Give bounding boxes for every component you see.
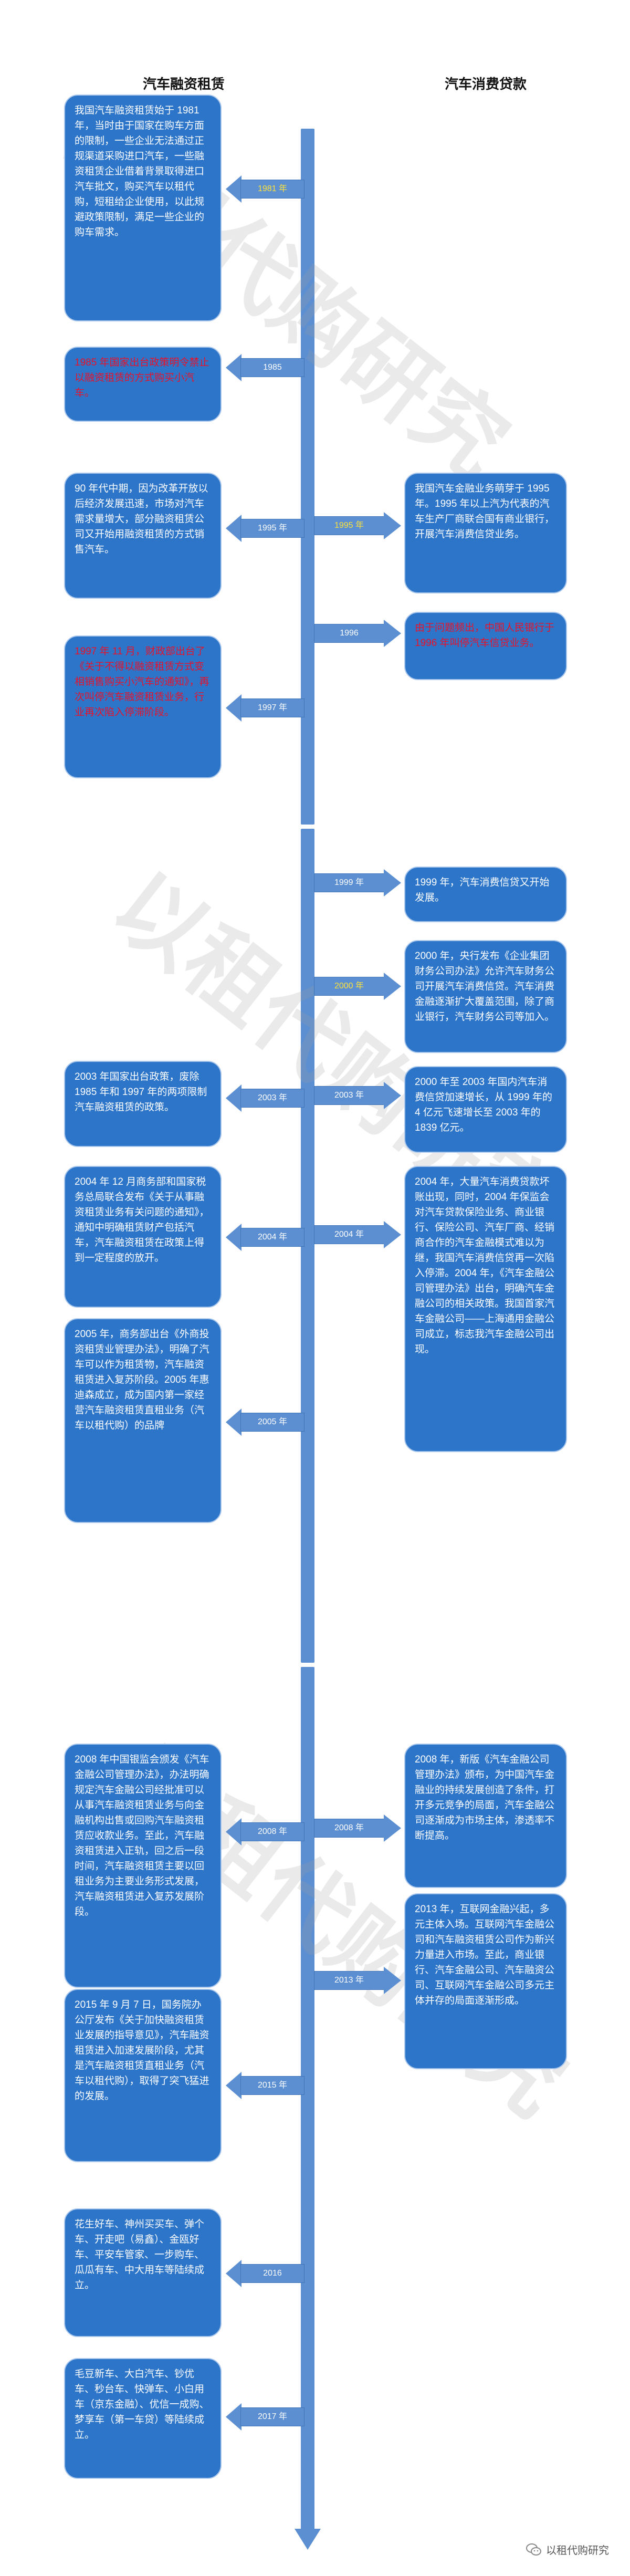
timeline-arrowhead	[295, 2529, 321, 2550]
event-leasing-2003: 2003 年国家出台政策，废除 1985 年和 1997 年的两项限制汽车融资租…	[64, 1061, 222, 1147]
event-leasing-1995: 90 年代中期，因为改革开放以后经济发展迅速，市场对汽车需求量增大，部分融资租赁…	[64, 473, 222, 599]
event-leasing-2016: 花生好车、神州买买车、弹个车、开走吧（易鑫）、金瓯好车、平安车管家、一步购车、瓜…	[64, 2208, 222, 2337]
footer-brand-name: 以租代购研究	[546, 2545, 609, 2557]
year-tag-1999-right: 1999 年	[314, 869, 401, 896]
event-loan-1995: 我国汽车金融业务萌芽于 1995 年。1995 年以上汽为代表的汽车生产厂商联合…	[404, 473, 567, 593]
year-tag-1996-right: 1996	[314, 620, 401, 647]
year-tag-2013-right: 2013 年	[314, 1967, 401, 1994]
event-loan-1996: 由于问题频出，中国人民银行于 1996 年叫停汽车信贷业务。	[404, 612, 567, 680]
event-loan-2000: 2000 年，央行发布《企业集团财务公司办法》允许汽车财务公司开展汽车消费信贷。…	[404, 940, 567, 1053]
event-loan-1999: 1999 年，汽车消费信贷又开始发展。	[404, 867, 567, 922]
event-leasing-1997: 1997 年 11 月，财政部出台了《关于不得以融资租赁方式变相销售购买小汽车的…	[64, 635, 222, 778]
year-tag-2005-left: 2005 年	[226, 1409, 304, 1436]
event-loan-2003: 2000 年至 2003 年国内汽车消费信贷加速增长，从 1999 年的 4 亿…	[404, 1066, 567, 1153]
timeline-axis-segment-3	[301, 1667, 314, 2529]
year-tag-1995-right: 1995 年	[314, 512, 401, 539]
year-tag-2008-left: 2008 年	[226, 1818, 304, 1845]
footer-brand: 以租代购研究	[526, 2542, 609, 2557]
year-tag-1997-left: 1997 年	[226, 694, 304, 722]
year-tag-2004-right: 2004 年	[314, 1221, 401, 1248]
event-loan-2008: 2008 年，新版《汽车金融公司管理办法》颁布，为中国汽车金融业的持续发展创造了…	[404, 1744, 567, 1888]
event-leasing-2008: 2008 年中国银监会颁发《汽车金融公司管理办法》，办法明确规定汽车金融公司经批…	[64, 1744, 222, 1988]
event-leasing-1985: 1985 年国家出台政策明令禁止以融资租赁的方式购买小汽车。	[64, 347, 222, 422]
event-leasing-2005: 2005 年，商务部出台《外商投资租赁业管理办法》，明确了汽车可以作为租赁物，汽…	[64, 1318, 222, 1523]
year-tag-2003-left: 2003 年	[226, 1084, 304, 1112]
year-tag-1985-left: 1985	[226, 354, 304, 381]
year-tag-2015-left: 2015 年	[226, 2072, 304, 2099]
year-tag-1995-left: 1995 年	[226, 515, 304, 542]
event-leasing-2004: 2004 年 12 月商务部和国家税务总局联合发布《关于从事融资租赁业务有关问题…	[64, 1166, 222, 1308]
year-tag-1981-left: 1981 年	[226, 175, 304, 203]
right-column-title: 汽车消费贷款	[444, 76, 527, 92]
event-loan-2004: 2004 年，大量汽车消费贷款坏账出现，同时，2004 年保监会对汽车贷款保险业…	[404, 1166, 567, 1452]
year-tag-2016-left: 2016	[226, 2260, 304, 2287]
year-tag-2003-right: 2003 年	[314, 1082, 401, 1109]
left-column-title: 汽车融资租赁	[142, 76, 225, 92]
year-tag-2004-left: 2004 年	[226, 1224, 304, 1251]
year-tag-2017-left: 2017 年	[226, 2403, 304, 2431]
event-leasing-2015: 2015 年 9 月 7 日，国务院办公厅发布《关于加快融资租赁业发展的指导意见…	[64, 1989, 222, 2162]
event-leasing-2017: 毛豆新车、大白汽车、钞优车、秒台车、快弹车、小白用车（京东金融）、优信一成购、梦…	[64, 2358, 222, 2479]
year-tag-2000-right: 2000 年	[314, 973, 401, 1000]
event-leasing-1981: 我国汽车融资租赁始于 1981 年，当时由于国家在购车方面的限制，一些企业无法通…	[64, 95, 222, 321]
event-loan-2013: 2013 年，互联网金融兴起，多元主体入场。互联网汽车金融公司和汽车融资租赁公司…	[404, 1893, 567, 2069]
wechat-icon	[526, 2543, 541, 2556]
year-tag-2008-right: 2008 年	[314, 1814, 401, 1842]
